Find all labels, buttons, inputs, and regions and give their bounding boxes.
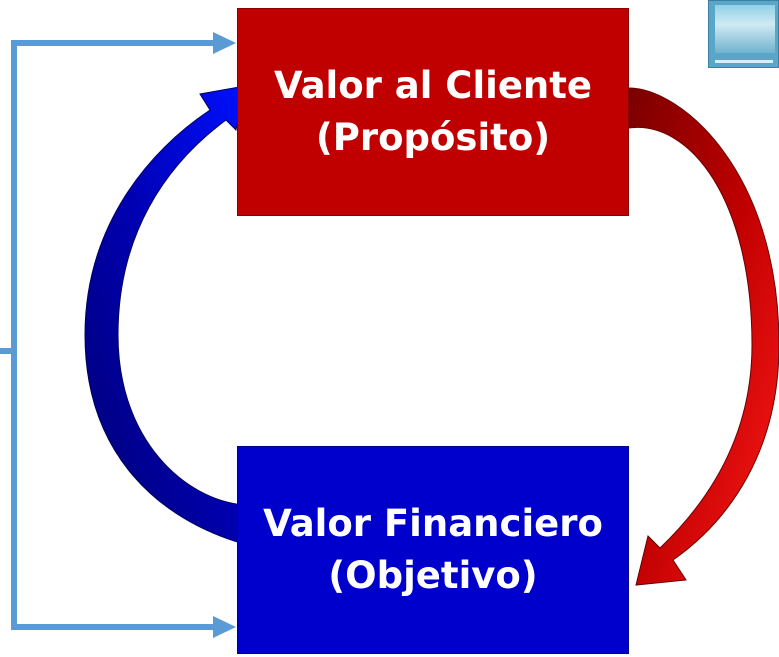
customer-value-box: Valor al Cliente (Propósito) xyxy=(237,8,629,216)
red-curved-arrow xyxy=(628,87,779,586)
financial-value-title: Valor Financiero xyxy=(263,502,603,546)
customer-value-subtitle: (Propósito) xyxy=(315,116,551,159)
arrowhead-to-bottom-box xyxy=(213,616,236,638)
bracket-connector xyxy=(0,32,236,638)
arrowhead-to-top-box xyxy=(213,32,236,54)
financial-value-subtitle: (Objetivo) xyxy=(328,554,538,597)
slide-thumbnail-image xyxy=(708,0,779,68)
financial-value-box: Valor Financiero (Objetivo) xyxy=(237,446,629,654)
blue-curved-arrow xyxy=(84,85,246,545)
customer-value-title: Valor al Cliente xyxy=(273,64,593,108)
